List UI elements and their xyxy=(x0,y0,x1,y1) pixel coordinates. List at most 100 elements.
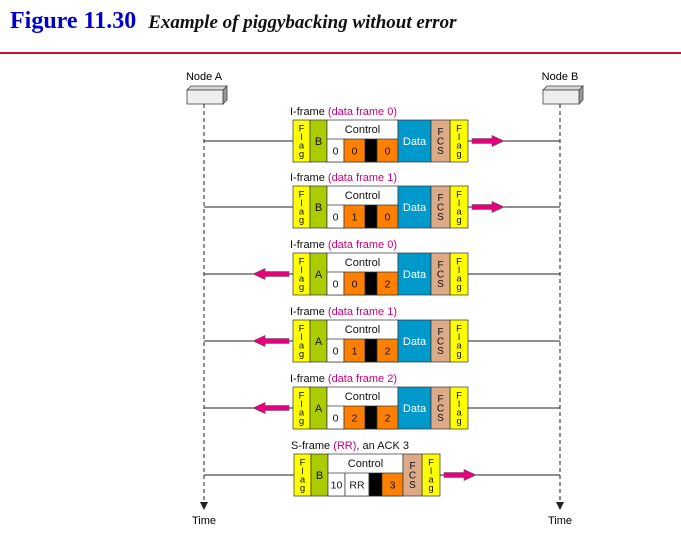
fcs-letter: C xyxy=(437,404,444,415)
opening-flag-letter: l xyxy=(300,132,302,143)
fcs-letter: F xyxy=(437,394,443,405)
closing-flag-letter: l xyxy=(430,466,432,477)
opening-flag-letter: a xyxy=(300,475,306,486)
node-a-label: Node A xyxy=(186,71,223,83)
figure-title: Figure 11.30 Example of piggybacking wit… xyxy=(10,8,456,35)
control-type-bits-value: 0 xyxy=(333,413,339,425)
opening-flag-letter: l xyxy=(300,265,302,276)
fcs-letter: F xyxy=(437,127,443,138)
fcs-letter: F xyxy=(437,193,443,204)
opening-flag-letter: g xyxy=(299,416,304,427)
node-b-time-label: Time xyxy=(548,515,572,527)
control-ack-bits-value: 2 xyxy=(385,279,391,291)
closing-flag-letter: a xyxy=(456,274,462,285)
closing-flag-letter: a xyxy=(456,207,462,218)
fcs-letter: S xyxy=(437,212,444,223)
frame-label-detail: (RR) xyxy=(333,440,356,452)
node-b-label: Node B xyxy=(542,71,579,83)
opening-flag-letter: a xyxy=(299,341,305,352)
opening-flag-letter: F xyxy=(300,457,306,468)
closing-flag-letter: F xyxy=(456,189,462,200)
frame-label-detail: (data frame 0) xyxy=(328,239,397,251)
transmission-arrow-5 xyxy=(443,469,477,481)
data-label: Data xyxy=(403,336,427,348)
fcs-letter: S xyxy=(437,146,444,157)
frame-label-detail: (data frame 0) xyxy=(328,106,397,118)
control-type-bits-value: 0 xyxy=(333,279,339,291)
fcs-letter: S xyxy=(437,346,444,357)
transmission-arrow-0 xyxy=(471,135,505,147)
fcs-field xyxy=(430,319,451,363)
control-pf-bit xyxy=(364,138,378,163)
fcs-letter: C xyxy=(437,337,444,348)
opening-flag-letter: g xyxy=(299,349,304,360)
fcs-letter: C xyxy=(409,471,416,482)
address-value: B xyxy=(315,202,322,214)
opening-flag-letter: l xyxy=(301,466,303,477)
opening-flag-letter: g xyxy=(299,282,304,293)
node-a-time-label: Time xyxy=(192,515,216,527)
opening-flag-letter: g xyxy=(299,215,304,226)
fcs-field xyxy=(430,185,451,229)
frame-label-type: I-frame xyxy=(290,373,328,385)
opening-flag-letter: l xyxy=(300,332,302,343)
frame-label-detail: (data frame 1) xyxy=(328,172,397,184)
fcs-field xyxy=(430,386,451,430)
control-sequence-bits-value: 0 xyxy=(352,279,358,291)
closing-flag-letter: F xyxy=(428,457,434,468)
closing-flag-letter: F xyxy=(456,323,462,334)
opening-flag-letter: g xyxy=(299,149,304,160)
data-label: Data xyxy=(403,202,427,214)
frame-label-detail: (data frame 2) xyxy=(328,373,397,385)
data-label: Data xyxy=(403,136,427,148)
frame-label: I-frame (data frame 1) xyxy=(290,306,397,318)
closing-flag-letter: g xyxy=(456,215,461,226)
fcs-letter: S xyxy=(409,480,416,491)
frame-label: I-frame (data frame 0) xyxy=(290,106,397,118)
fcs-letter: C xyxy=(437,137,444,148)
control-label: Control xyxy=(345,124,380,136)
closing-flag-letter: F xyxy=(456,123,462,134)
control-type-bits-value: 0 xyxy=(333,146,339,158)
address-value: A xyxy=(315,336,323,348)
closing-flag-letter: F xyxy=(456,256,462,267)
frame-label: S-frame (RR), an ACK 3 xyxy=(291,440,409,452)
opening-flag-letter: g xyxy=(300,483,305,494)
opening-flag-letter: a xyxy=(299,141,305,152)
transmission-arrow-2 xyxy=(252,268,290,280)
node-a-box xyxy=(186,85,228,105)
data-field xyxy=(397,386,432,430)
frame-label: I-frame (data frame 1) xyxy=(290,172,397,184)
opening-flag-letter: l xyxy=(300,198,302,209)
frame-label-type: I-frame xyxy=(290,106,328,118)
title-divider xyxy=(0,52,681,54)
closing-flag-letter: g xyxy=(456,282,461,293)
opening-flag-letter: F xyxy=(299,189,305,200)
address-value: B xyxy=(315,136,322,148)
control-sequence-bits-value: RR xyxy=(349,480,365,492)
control-ack-bits-value: 0 xyxy=(385,146,391,158)
data-field xyxy=(397,185,432,229)
fcs-letter: C xyxy=(437,270,444,281)
opening-flag-letter: F xyxy=(299,256,305,267)
data-field xyxy=(397,319,432,363)
closing-flag-letter: g xyxy=(456,149,461,160)
control-label: Control xyxy=(348,458,383,470)
control-label: Control xyxy=(345,257,380,269)
control-pf-bit xyxy=(364,338,378,363)
fcs-letter: C xyxy=(437,203,444,214)
closing-flag-letter: a xyxy=(456,341,462,352)
opening-flag-letter: F xyxy=(299,123,305,134)
fcs-field xyxy=(430,119,451,163)
closing-flag-letter: a xyxy=(456,408,462,419)
fcs-field xyxy=(402,453,423,497)
control-sequence-bits-value: 1 xyxy=(352,212,358,224)
control-sequence-bits-value: 1 xyxy=(352,346,358,358)
control-type-bits-value: 10 xyxy=(331,480,343,492)
closing-flag-letter: l xyxy=(458,265,460,276)
opening-flag-letter: F xyxy=(299,323,305,334)
